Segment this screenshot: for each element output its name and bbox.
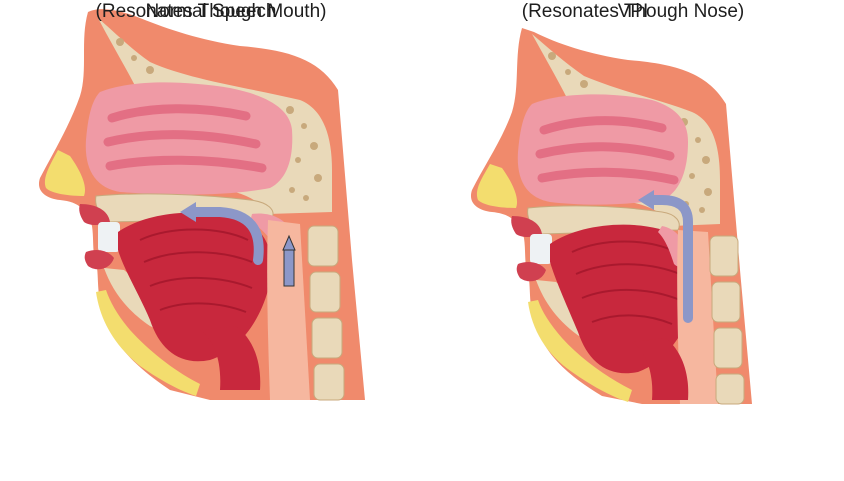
teeth	[98, 222, 120, 252]
normal-speech-subtitle: (Resonates Though Mouth)	[0, 0, 422, 24]
panel-normal-speech: Normal Speech (Resonates Though Mouth)	[0, 0, 422, 481]
normal-speech-illustration	[0, 0, 422, 410]
panel-vpi: VPI (Resonates Though Nose)	[422, 0, 844, 481]
vpi-subtitle: (Resonates Though Nose)	[422, 0, 844, 24]
teeth	[530, 234, 552, 264]
vpi-illustration	[422, 0, 844, 410]
